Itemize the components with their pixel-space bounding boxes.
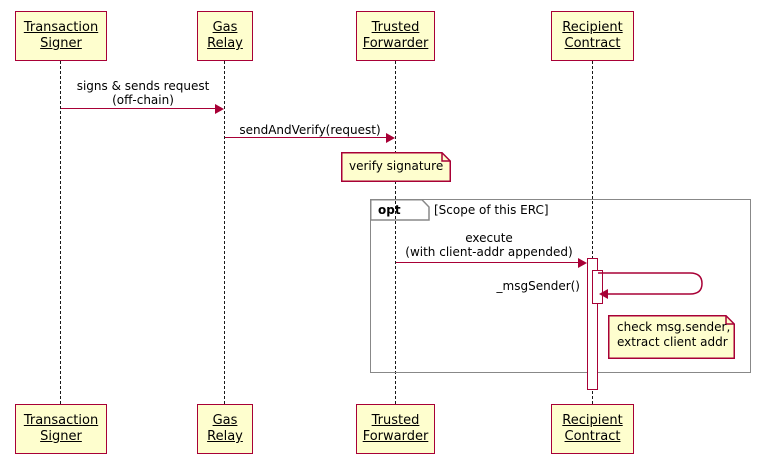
participant-transaction-signer-top[interactable]: Transaction Signer (15, 11, 107, 61)
participant-label-line2: Relay (207, 429, 243, 444)
note-verify-signature-text: verify signature (349, 159, 444, 173)
participant-label-line2: Contract (564, 36, 621, 51)
participant-transaction-signer-bottom[interactable]: Transaction Signer (15, 404, 107, 454)
lifeline-recipient-contract (592, 61, 593, 404)
participant-trusted-forwarder-top[interactable]: Trusted Forwarder (356, 11, 435, 61)
participant-label-line2: Forwarder (362, 36, 429, 51)
participant-label-line2: Forwarder (362, 429, 429, 444)
participant-label-line2: Signer (40, 36, 82, 51)
message-2-label-line1: sendAndVerify(request) (239, 123, 381, 137)
message-3-arrow-line (396, 262, 578, 263)
participant-label-line1: Transaction (23, 20, 99, 35)
fragment-opt-frame (370, 199, 751, 373)
message-4-label: _msgSender() (496, 279, 580, 293)
participant-label-line1: Gas (212, 413, 238, 428)
activation-recipient-contract (587, 258, 598, 390)
fragment-opt-tab (370, 199, 430, 221)
note-verify-signature-shape (341, 152, 451, 182)
message-1-label-line2: (off-chain) (112, 93, 174, 107)
fragment-opt-condition-label: [Scope of this ERC] (434, 203, 549, 217)
participant-gas-relay-top[interactable]: Gas Relay (197, 11, 253, 61)
message-1-arrow-line (61, 108, 215, 109)
message-1-arrow-head (215, 103, 224, 114)
note-check-msg-sender-line2: extract client addr (617, 335, 728, 349)
message-3-label-line1: execute (465, 231, 513, 245)
participant-label-line2: Relay (207, 36, 243, 51)
participant-trusted-forwarder-bottom[interactable]: Trusted Forwarder (356, 404, 435, 454)
participant-recipient-contract-bottom[interactable]: Recipient Contract (551, 404, 634, 454)
lifeline-gas-relay (224, 61, 225, 404)
activation-recipient-contract-nested (592, 270, 603, 304)
message-4-self-loop (598, 272, 703, 299)
note-check-msg-sender-shape (608, 315, 735, 359)
lifeline-trusted-forwarder (395, 61, 396, 404)
participant-label-line1: Recipient (562, 413, 623, 428)
message-2-arrow-head (386, 132, 395, 143)
participant-label-line2: Signer (40, 429, 82, 444)
participant-label-line1: Gas (212, 20, 238, 35)
message-3-arrow-head (578, 257, 587, 268)
participant-gas-relay-bottom[interactable]: Gas Relay (197, 404, 253, 454)
participant-label-line1: Transaction (23, 413, 99, 428)
message-2-arrow-line (225, 137, 386, 138)
participant-label-line1: Trusted (371, 413, 420, 428)
message-1-label-line1: signs & sends request (76, 79, 210, 93)
message-3-label-line2: (with client-addr appended) (405, 245, 573, 259)
participant-recipient-contract-top[interactable]: Recipient Contract (551, 11, 634, 61)
note-check-msg-sender-line1: check msg.sender, (617, 320, 731, 334)
participant-label-line1: Trusted (371, 20, 420, 35)
lifeline-transaction-signer (60, 61, 61, 404)
participant-label-line2: Contract (564, 429, 621, 444)
fragment-opt-operator-label: opt (378, 203, 401, 217)
participant-label-line1: Recipient (562, 20, 623, 35)
